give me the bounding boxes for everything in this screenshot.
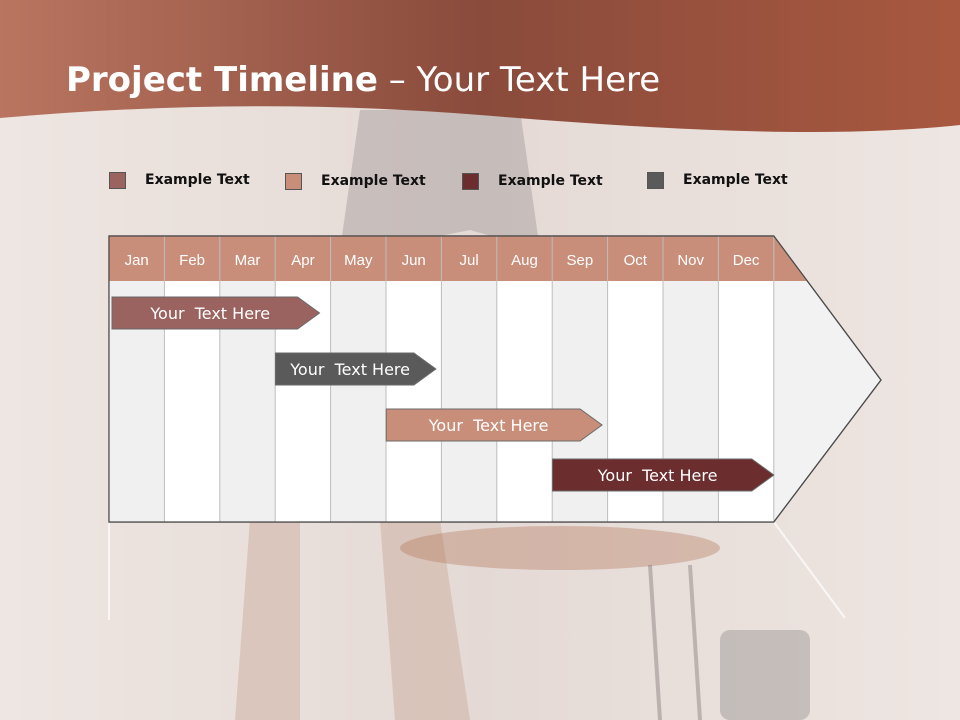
legend-swatch [109, 171, 126, 189]
month-label: Jun [402, 252, 426, 269]
legend-item: Example Text [647, 170, 788, 190]
month-label: May [344, 252, 373, 269]
month-label: Feb [179, 252, 205, 269]
task-arrow [551, 458, 775, 492]
legend-label: Example Text [145, 172, 250, 188]
reflection-line [772, 521, 846, 619]
task-arrow [385, 408, 603, 442]
month-label: Dec [733, 252, 760, 269]
timeline-outline [108, 235, 882, 523]
legend-swatch [647, 171, 664, 189]
legend-item: Example Text [285, 171, 426, 191]
header-band [0, 0, 960, 132]
task-arrow [111, 296, 321, 330]
task-label: Your Text Here [428, 416, 549, 435]
month-label: Jul [460, 252, 479, 269]
page-title: Project Timeline – Your Text Here [66, 60, 660, 100]
figure-silhouette [340, 110, 540, 250]
title-rest: – Your Text Here [377, 60, 661, 100]
month-label: Aug [511, 252, 538, 269]
legend-swatch [285, 172, 302, 190]
legend-swatch [462, 172, 479, 190]
legend-item: Example Text [109, 170, 250, 190]
task-label: Your Text Here [597, 466, 718, 485]
month-label: Mar [235, 252, 261, 269]
month-label: Apr [291, 252, 314, 269]
month-column [386, 281, 442, 522]
title-bold: Project Timeline [66, 60, 378, 100]
legend-label: Example Text [683, 172, 788, 188]
month-label: Nov [677, 252, 704, 269]
month-label: Sep [567, 252, 594, 269]
month-label: Oct [624, 252, 648, 269]
task-arrow [274, 352, 437, 386]
month-column [330, 281, 386, 522]
task-label: Your Text Here [149, 304, 270, 323]
month-label: Jan [125, 252, 149, 269]
legend-item: Example Text [462, 171, 603, 191]
month-column [496, 281, 553, 522]
legend-label: Example Text [321, 173, 426, 189]
month-column [441, 281, 497, 522]
task-label: Your Text Here [289, 360, 410, 379]
legend-label: Example Text [498, 173, 603, 189]
